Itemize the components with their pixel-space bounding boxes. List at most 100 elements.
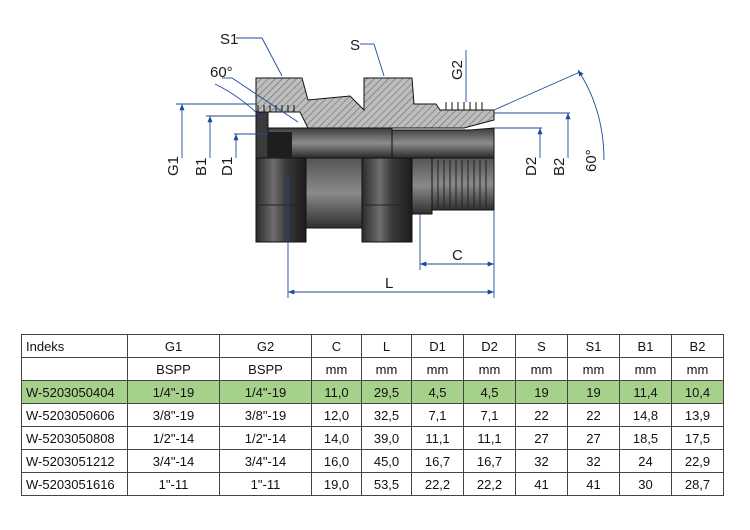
table-header-cell: L [361, 334, 412, 358]
table-header-cell: Indeks [21, 334, 128, 358]
label-s1: S1 [220, 31, 238, 48]
table-unit-cell [21, 357, 128, 381]
label-angle-right: 60° [583, 149, 600, 172]
row-value-cell: 3/8"-19 [127, 403, 220, 427]
row-value-cell: 24 [619, 449, 672, 473]
row-value-cell: 16,7 [411, 449, 464, 473]
table-unit-cell: mm [567, 357, 620, 381]
row-value-cell: 32 [515, 449, 568, 473]
label-d1: D1 [219, 157, 236, 176]
row-index-cell: W-5203051212 [21, 449, 128, 473]
table-unit-cell: BSPP [127, 357, 220, 381]
row-value-cell: 22,9 [671, 449, 724, 473]
row-value-cell: 11,0 [311, 380, 362, 404]
label-g2: G2 [449, 60, 466, 80]
row-index-cell: W-5203050606 [21, 403, 128, 427]
row-value-cell: 19 [567, 380, 620, 404]
row-value-cell: 45,0 [361, 449, 412, 473]
label-b1: B1 [193, 158, 210, 176]
row-value-cell: 27 [515, 426, 568, 450]
table-header-cell: B1 [619, 334, 672, 358]
label-b2: B2 [551, 158, 568, 176]
row-value-cell: 11,1 [411, 426, 464, 450]
row-index-cell: W-5203050808 [21, 426, 128, 450]
table-unit-cell: mm [515, 357, 568, 381]
row-value-cell: 1/2"-14 [219, 426, 312, 450]
table-header-cell: S1 [567, 334, 620, 358]
row-value-cell: 41 [567, 472, 620, 496]
row-value-cell: 22,2 [463, 472, 516, 496]
table-unit-cell: mm [361, 357, 412, 381]
label-d2: D2 [523, 157, 540, 176]
row-value-cell: 1"-11 [127, 472, 220, 496]
row-value-cell: 3/4"-14 [127, 449, 220, 473]
label-c: C [452, 247, 463, 264]
row-value-cell: 22 [567, 403, 620, 427]
row-value-cell: 3/8"-19 [219, 403, 312, 427]
row-value-cell: 1/2"-14 [127, 426, 220, 450]
row-value-cell: 17,5 [671, 426, 724, 450]
row-value-cell: 11,1 [463, 426, 516, 450]
row-value-cell: 3/4"-14 [219, 449, 312, 473]
fitting-section-view [255, 77, 495, 159]
row-value-cell: 13,9 [671, 403, 724, 427]
table-unit-cell: mm [671, 357, 724, 381]
table-unit-cell: BSPP [219, 357, 312, 381]
row-value-cell: 39,0 [361, 426, 412, 450]
row-value-cell: 1"-11 [219, 472, 312, 496]
row-value-cell: 4,5 [411, 380, 464, 404]
row-value-cell: 53,5 [361, 472, 412, 496]
row-value-cell: 1/4"-19 [219, 380, 312, 404]
row-value-cell: 32,5 [361, 403, 412, 427]
row-value-cell: 16,0 [311, 449, 362, 473]
table-unit-cell: mm [311, 357, 362, 381]
row-value-cell: 14,0 [311, 426, 362, 450]
dimension-labels: S1 S 60° G2 60° G1 B1 D1 D2 B2 C L [165, 31, 600, 292]
row-value-cell: 41 [515, 472, 568, 496]
row-value-cell: 27 [567, 426, 620, 450]
table-header-cell: S [515, 334, 568, 358]
fitting-exterior-view [255, 157, 495, 243]
row-value-cell: 29,5 [361, 380, 412, 404]
label-angle-left: 60° [210, 64, 233, 81]
row-value-cell: 14,8 [619, 403, 672, 427]
table-header-cell: G2 [219, 334, 312, 358]
row-index-cell: W-5203051616 [21, 472, 128, 496]
row-value-cell: 7,1 [463, 403, 516, 427]
table-unit-cell: mm [463, 357, 516, 381]
row-value-cell: 1/4"-19 [127, 380, 220, 404]
row-value-cell: 22,2 [411, 472, 464, 496]
table-units-row: BSPP BSPP mm mm mm mm mm mm mm mm [21, 357, 724, 381]
row-index-cell: W-5203050404 [21, 380, 128, 404]
table-header-cell: C [311, 334, 362, 358]
label-g1: G1 [165, 156, 182, 176]
table-header-cell: D1 [411, 334, 464, 358]
row-value-cell: 30 [619, 472, 672, 496]
row-value-cell: 12,0 [311, 403, 362, 427]
row-value-cell: 16,7 [463, 449, 516, 473]
row-value-cell: 18,5 [619, 426, 672, 450]
row-value-cell: 22 [515, 403, 568, 427]
row-value-cell: 19,0 [311, 472, 362, 496]
row-value-cell: 7,1 [411, 403, 464, 427]
table-unit-cell: mm [619, 357, 672, 381]
dimension-lines [176, 37, 605, 298]
row-value-cell: 10,4 [671, 380, 724, 404]
row-value-cell: 32 [567, 449, 620, 473]
label-s: S [350, 37, 360, 54]
row-value-cell: 28,7 [671, 472, 724, 496]
row-value-cell: 11,4 [619, 380, 672, 404]
row-value-cell: 19 [515, 380, 568, 404]
dimensions-table: Indeks G1 G2 C L D1 D2 S S1 B1 B2 BSPP B… [21, 334, 724, 496]
label-l: L [385, 275, 393, 292]
table-unit-cell: mm [411, 357, 464, 381]
table-header-cell: B2 [671, 334, 724, 358]
table-header-cell: D2 [463, 334, 516, 358]
fitting-technical-drawing: S1 S 60° G2 60° G1 B1 D1 D2 B2 C L [165, 31, 605, 298]
table-header-row: Indeks G1 G2 C L D1 D2 S S1 B1 B2 [21, 334, 724, 358]
